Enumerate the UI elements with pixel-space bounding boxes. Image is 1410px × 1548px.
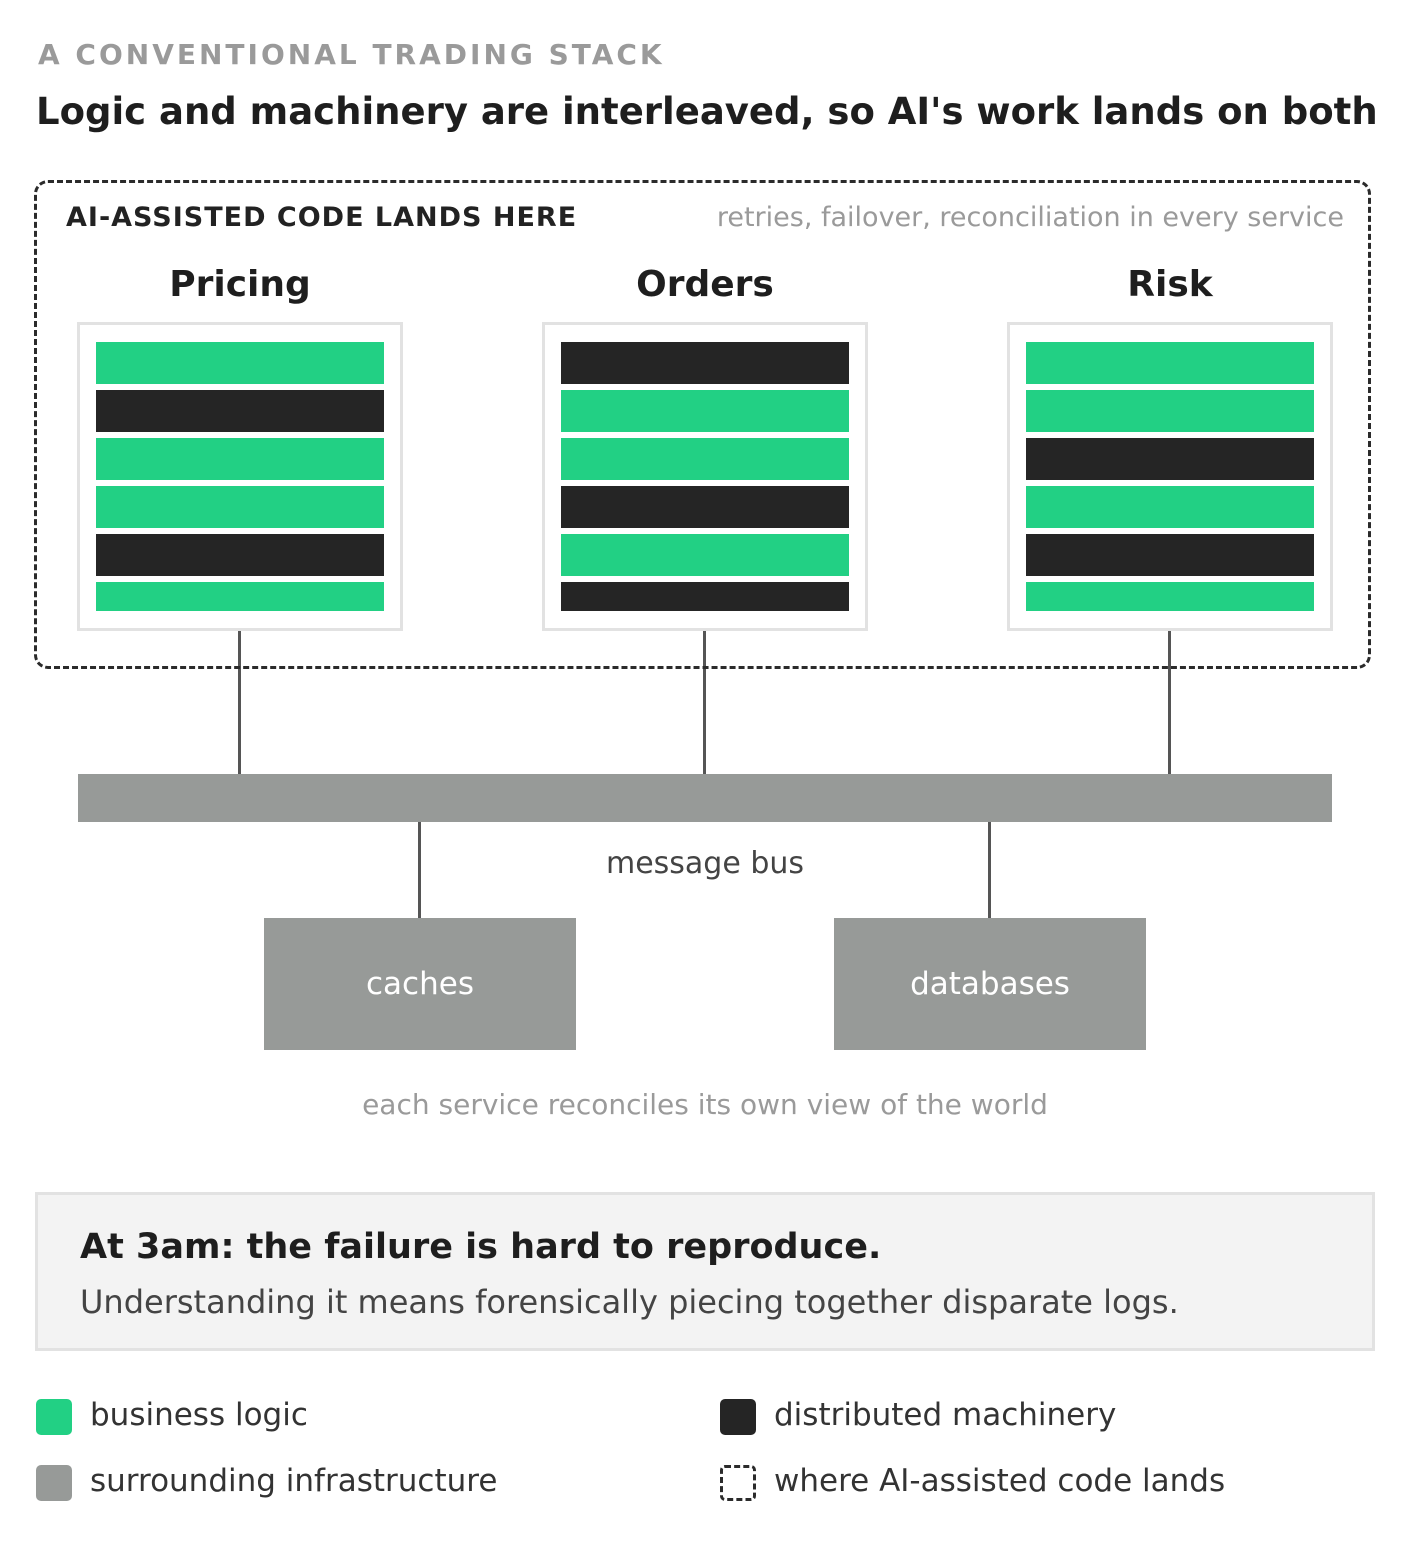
ai-zone-note: retries, failover, reconciliation in eve…: [716, 202, 1344, 233]
service-box-orders: [542, 322, 868, 631]
legend-label-ai-zone: where AI-assisted code lands: [774, 1463, 1226, 1499]
business-logic-layer: [1026, 582, 1314, 611]
legend-swatch-infrastructure: [36, 1465, 72, 1501]
business-logic-layer: [96, 342, 384, 384]
business-logic-layer: [1026, 486, 1314, 528]
connector-orders-bus: [703, 629, 706, 775]
distributed-machinery-layer: [561, 342, 849, 384]
callout-panel: At 3am: the failure is hard to reproduce…: [35, 1192, 1375, 1351]
caches-box: caches: [264, 918, 576, 1050]
service-box-pricing: [77, 322, 403, 631]
legend-swatch-ai-zone: [720, 1465, 756, 1501]
business-logic-layer: [561, 390, 849, 432]
service-title-orders: Orders: [636, 264, 774, 305]
business-logic-layer: [561, 438, 849, 480]
connector-bus-databases: [988, 821, 991, 919]
business-logic-layer: [561, 534, 849, 576]
distributed-machinery-layer: [96, 390, 384, 432]
ai-assisted-zone: [34, 180, 1371, 669]
distributed-machinery-layer: [561, 582, 849, 611]
callout-title: At 3am: the failure is hard to reproduce…: [80, 1227, 882, 1267]
business-logic-layer: [96, 582, 384, 611]
distributed-machinery-layer: [561, 486, 849, 528]
databases-box: databases: [834, 918, 1146, 1050]
distributed-machinery-layer: [96, 534, 384, 576]
message-bus: [78, 774, 1332, 822]
eyebrow-label: A CONVENTIONAL TRADING STACK: [38, 38, 665, 71]
service-title-risk: Risk: [1127, 264, 1213, 305]
ai-zone-label: AI-ASSISTED CODE LANDS HERE: [66, 202, 578, 233]
connector-risk-bus: [1168, 629, 1171, 775]
distributed-machinery-layer: [1026, 534, 1314, 576]
business-logic-layer: [1026, 390, 1314, 432]
legend-label-business-logic: business logic: [90, 1397, 308, 1433]
service-box-risk: [1007, 322, 1333, 631]
legend-swatch-distributed-machinery: [720, 1399, 756, 1435]
infrastructure-footnote: each service reconciles its own view of …: [362, 1088, 1048, 1121]
service-title-pricing: Pricing: [169, 264, 311, 305]
legend-label-distributed-machinery: distributed machinery: [774, 1397, 1117, 1433]
business-logic-layer: [96, 486, 384, 528]
connector-pricing-bus: [238, 629, 241, 775]
legend-label-infrastructure: surrounding infrastructure: [90, 1463, 498, 1499]
connector-bus-caches: [418, 821, 421, 919]
legend-swatch-business-logic: [36, 1399, 72, 1435]
distributed-machinery-layer: [1026, 438, 1314, 480]
message-bus-label: message bus: [605, 846, 805, 881]
page-title: Logic and machinery are interleaved, so …: [36, 90, 1378, 133]
business-logic-layer: [96, 438, 384, 480]
business-logic-layer: [1026, 342, 1314, 384]
callout-body: Understanding it means forensically piec…: [80, 1283, 1179, 1321]
